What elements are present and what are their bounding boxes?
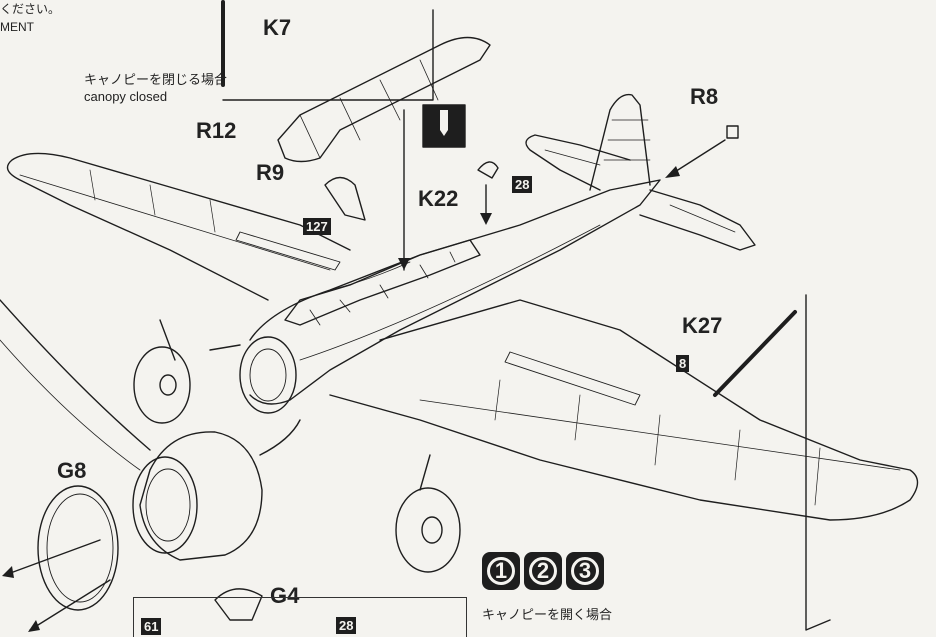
step-3-number: 3 xyxy=(571,557,599,585)
fuselage xyxy=(249,179,661,405)
guide-line-k7 xyxy=(222,9,434,101)
part-label-k27: K27 xyxy=(682,313,723,338)
note-top-jp: ください。 xyxy=(0,2,61,16)
stabilizer-left xyxy=(525,134,631,191)
part-label-k7: K7 xyxy=(263,15,292,40)
guide-line-long xyxy=(0,299,151,451)
landing-gear-left xyxy=(159,319,176,361)
step-1: 1 xyxy=(482,552,520,590)
step-2: 2 xyxy=(524,552,562,590)
cowling xyxy=(139,431,263,561)
cockpit xyxy=(284,239,481,326)
color-code-61: 61 xyxy=(141,618,162,635)
part-label-r9: R9 xyxy=(256,160,285,185)
part-k22 xyxy=(477,161,499,179)
left-wing xyxy=(6,152,351,301)
step-3: 3 xyxy=(566,552,604,590)
part-label-g4: G4 xyxy=(270,583,300,608)
part-g4 xyxy=(214,588,263,621)
canopy-r12 xyxy=(277,36,491,163)
note-top-en: MENT xyxy=(0,20,34,34)
right-wing xyxy=(329,299,919,521)
part-label-k22: K22 xyxy=(418,186,459,211)
landing-gear-right xyxy=(419,454,431,491)
color-code-28-sub: 28 xyxy=(336,617,357,634)
part-label-r8: R8 xyxy=(690,84,719,109)
step-1-number: 1 xyxy=(487,557,515,585)
engine-front xyxy=(239,336,297,414)
part-r8 xyxy=(726,125,739,139)
part-label-r12: R12 xyxy=(196,118,237,143)
tail-fin xyxy=(589,93,651,191)
guide-line-cowl xyxy=(4,539,111,631)
color-code-28: 28 xyxy=(512,176,533,193)
canopy-closed-en: canopy closed xyxy=(84,89,168,104)
part-label-g8: G8 xyxy=(57,458,87,483)
part-r9 xyxy=(324,176,366,221)
canopy-open-jp: キャノピーを開く場合 xyxy=(482,608,613,623)
guide-line-r8 xyxy=(669,139,726,176)
guide-line-k27 xyxy=(805,294,831,631)
part-k27 xyxy=(713,310,797,397)
stabilizer-right xyxy=(639,189,756,251)
color-code-8: 8 xyxy=(676,355,690,372)
ring-g8 xyxy=(37,485,119,611)
step-2-number: 2 xyxy=(529,557,557,585)
canopy-closed-jp: キャノピーを閉じる場合 xyxy=(84,73,228,88)
color-code-127: 127 xyxy=(303,218,331,235)
subassembly-box xyxy=(133,597,467,637)
